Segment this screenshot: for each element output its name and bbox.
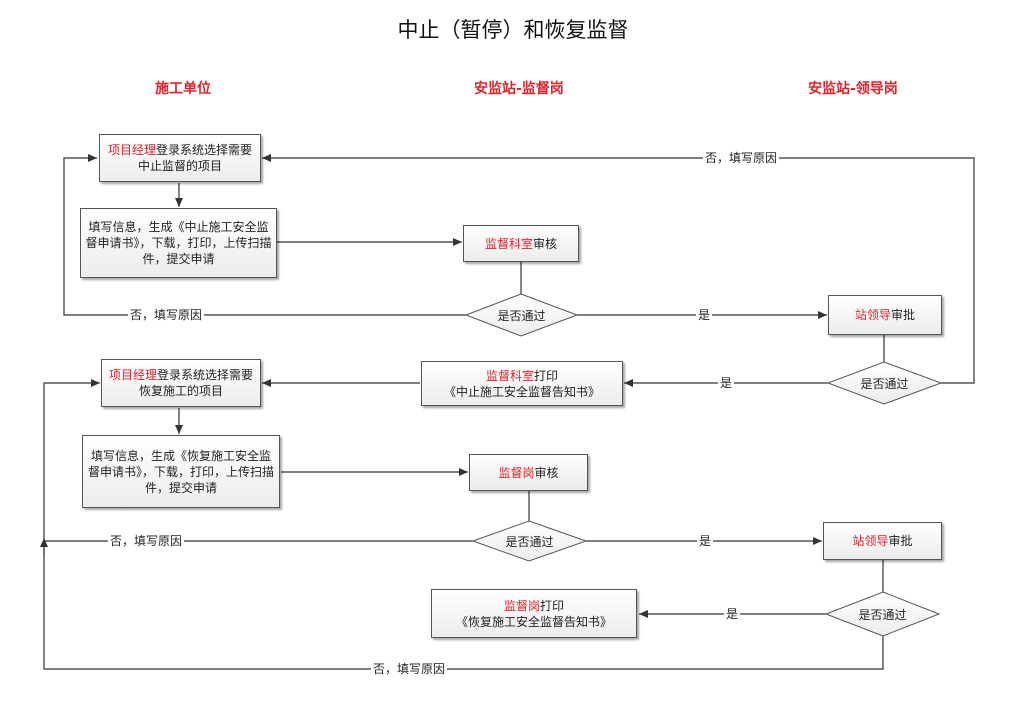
edge-no-1 <box>63 154 466 316</box>
edge-label-no-top: 否，填写原因 <box>703 151 780 165</box>
decision-sup-stop-shape <box>464 293 579 337</box>
edge-no-top <box>262 154 975 384</box>
node-approve-resume-role: 站领导 <box>852 534 889 548</box>
node-print-resume: 监督岗打印 《恢复施工安全监督告知书》 <box>431 589 637 638</box>
node-pm-login-stop: 项目经理登录系统选择需要中止监督的项目 <box>99 134 261 182</box>
node-approve-resume-text: 审批 <box>888 534 913 548</box>
edge-label-no-2: 否，填写原因 <box>108 534 185 548</box>
edge-label-yes-1: 是 <box>696 308 713 322</box>
node-approve-stop-role: 站领导 <box>854 308 891 322</box>
node-pm-login-resume: 项目经理登录系统选择需要恢复施工的项目 <box>101 359 261 407</box>
node-pm-login-resume-role: 项目经理 <box>108 368 157 382</box>
node-print-resume-doc: 《恢复施工安全监督告知书》 <box>455 614 612 629</box>
decision-lead-stop-shape <box>826 361 943 405</box>
lane-leader: 安监站-领导岗 <box>808 81 898 97</box>
node-review-resume: 监督岗审核 <box>469 454 588 491</box>
node-pm-login-stop-text: 登录系统选择需要中止监督的项目 <box>137 143 253 173</box>
node-approve-resume: 站领导审批 <box>823 522 942 560</box>
decision-lead-stop-label: 是否通过 <box>860 377 909 391</box>
node-print-stop: 监督科室打印 《中止施工安全监督告知书》 <box>421 361 623 406</box>
edge-label-yes-2: 是 <box>718 376 735 390</box>
page-title: 中止（暂停）和恢复监督 <box>397 18 629 42</box>
edge-label-no-1: 否，填写原因 <box>128 308 205 322</box>
node-review-stop-role: 监督科室 <box>484 236 533 251</box>
lane-supervision: 安监站-监督岗 <box>474 81 564 97</box>
decision-sup-stop-label: 是否通过 <box>497 309 546 323</box>
edge-label-no-bottom: 否，填写原因 <box>371 662 448 676</box>
node-fill-stop: 填写信息，生成《中止施工安全监督申请书》，下载，打印，上传扫描件，提交申请 <box>80 208 277 278</box>
node-fill-resume-text: 填写信息，生成《恢复施工安全监督申请书》，下载，打印，上传扫描件，提交申请 <box>87 448 274 495</box>
node-approve-stop-text: 审批 <box>891 308 916 322</box>
decision-sup-resume-shape <box>471 520 588 562</box>
node-fill-stop-text: 填写信息，生成《中止施工安全监督申请书》，下载，打印，上传扫描件，提交申请 <box>85 220 272 266</box>
node-review-resume-text: 审核 <box>534 465 559 480</box>
decision-lead-resume-label: 是否通过 <box>858 608 907 622</box>
node-pm-login-stop-role: 项目经理 <box>107 143 156 157</box>
node-print-resume-role: 监督岗 <box>503 598 540 613</box>
node-review-stop: 监督科室审核 <box>463 225 579 262</box>
node-pm-login-resume-text: 登录系统选择需要恢复施工的项目 <box>138 368 254 398</box>
lane-construction: 施工单位 <box>155 81 211 97</box>
node-print-stop-role: 监督科室 <box>485 368 534 383</box>
node-print-stop-text: 打印 <box>534 368 559 383</box>
node-fill-resume: 填写信息，生成《恢复施工安全监督申请书》，下载，打印，上传扫描件，提交申请 <box>82 435 280 508</box>
edge-label-yes-3: 是 <box>697 534 714 548</box>
decision-lead-resume-shape <box>824 591 941 637</box>
node-print-stop-doc: 《中止施工安全监督告知书》 <box>443 384 600 399</box>
node-review-stop-text: 审核 <box>533 236 558 251</box>
node-review-resume-role: 监督岗 <box>498 465 535 480</box>
decision-sup-resume-label: 是否通过 <box>505 535 554 549</box>
node-approve-stop: 站领导审批 <box>828 295 942 335</box>
node-print-resume-text: 打印 <box>540 598 565 613</box>
edge-label-yes-4: 是 <box>724 607 741 621</box>
edge-no-bottom <box>43 379 884 670</box>
